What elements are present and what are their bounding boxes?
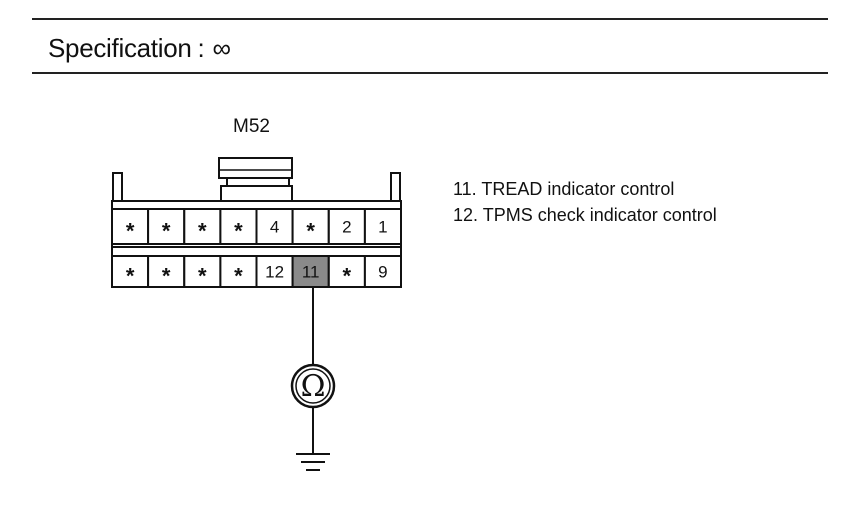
connector-name: M52 [233,116,270,137]
header-top-rule [32,18,828,20]
pin-cell-top-5: 4 [255,208,294,245]
connector-bottom-row: * * * * 12 11 * 9 [111,255,402,289]
specification-separator: : [197,33,205,63]
specification-value: ∞ [212,33,231,63]
pin-label: * [126,219,135,244]
pin-label: 1 [378,218,387,237]
pin-cell-bottom-1: * [111,255,150,289]
pin-cell-top-6: * [291,208,330,245]
legend-item: 11. TREAD indicator control [453,179,675,199]
pin-cell-top-7: 2 [327,208,366,245]
pin-cell-top-1: * [111,208,150,245]
pin-cell-top-3: * [183,208,222,245]
pin-cell-bottom-4: * [219,255,258,289]
ohm-symbol: Ω [301,369,326,404]
header-bottom-rule [32,72,828,74]
specification-label: Specification [48,33,192,63]
legend-item: 12. TPMS check indicator control [453,205,717,225]
pin-label: 11 [302,263,320,282]
pin-cell-bottom-6: 11 [291,255,330,288]
pin-label: * [234,264,243,289]
pin-label: * [198,264,207,289]
pin-cell-top-2: * [147,208,186,245]
pin-cell-top-8: 1 [363,208,402,245]
ground-icon [296,453,330,471]
pin-label: 9 [378,263,387,282]
pin-label: * [162,264,171,289]
pin-cell-bottom-7: * [327,255,366,289]
pin-label: * [306,219,315,244]
connector-top-row: * * * * 4 * 2 1 [111,208,402,245]
pin-label: 12 [265,263,284,282]
lock-tab-upper [218,157,293,179]
pin-label: * [234,219,243,244]
pin-cell-bottom-8: 9 [363,255,402,288]
ohmmeter-icon: Ω [290,363,336,409]
pin-label: * [162,219,171,244]
specification-line: Specification:∞ [48,33,231,64]
pin-cell-top-4: * [219,208,258,245]
pin-label: 2 [342,218,351,237]
pin-cell-bottom-5: 12 [255,255,294,288]
pin-cell-bottom-2: * [147,255,186,289]
pin-cell-bottom-3: * [183,255,222,289]
pin-label: * [126,264,135,289]
pin-label: 4 [270,218,279,237]
pin-label: * [343,264,352,289]
pin-legend: 11. TREAD indicator control 12. TPMS che… [453,176,717,228]
pin-label: * [198,219,207,244]
